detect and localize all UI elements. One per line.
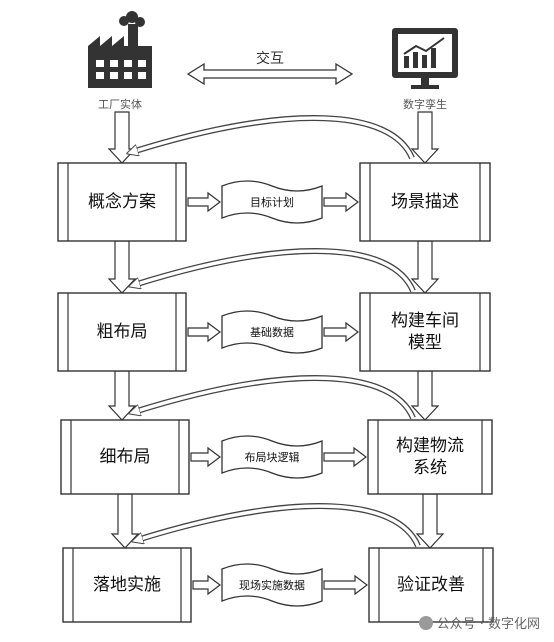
process-box-right-2 [367,419,493,495]
left-process-label: 粗布局 [96,322,148,342]
right-arrow-b-0 [323,191,359,213]
document-label: 目标计划 [250,196,294,209]
right-arrow-a-1 [187,321,221,343]
down-arrow-left-0 [107,111,137,164]
left-process-label: 细布局 [99,447,151,467]
process-box-right-1 [359,292,491,372]
digital-twin-label: 数字孪生 [403,98,447,111]
down-arrow-left-1 [107,240,137,294]
interaction-arrow [186,62,354,86]
process-box-right-0 [359,162,491,242]
down-arrow-right-3 [415,493,445,549]
right-arrow-a-0 [187,191,221,213]
feedback-curve-arrow-2 [134,375,416,420]
left-process-label: 概念方案 [88,192,156,212]
process-box-left-3 [62,547,192,623]
monitor-chart-icon [392,28,458,89]
document-label: 基础数据 [250,326,294,339]
document-label: 布局块逻辑 [244,451,300,464]
down-arrow-left-3 [110,493,140,549]
left-process-label: 落地实施 [93,575,161,595]
right-process-label: 验证改善 [397,575,465,595]
document-shape [221,310,323,354]
right-arrow-b-1 [323,321,359,343]
watermark-text: 公众号 · 数字化网 [436,617,540,632]
process-box-left-2 [60,419,190,495]
factory-icon [88,11,152,88]
watermark: 公众号 · 数字化网 [418,613,540,632]
right-process-label: 场景描述 [391,192,459,212]
factory-label: 工厂实体 [98,98,142,111]
process-box-left-1 [57,292,187,372]
feedback-curve-arrow-1 [134,248,416,293]
down-arrow-right-1 [410,240,440,294]
process-box-left-0 [57,162,187,242]
document-shape [221,563,323,607]
feedback-curve-arrow-0 [132,115,415,160]
feedback-curve-arrow-3 [137,503,421,548]
right-arrow-a-3 [192,574,221,596]
right-arrow-a-2 [190,446,221,468]
document-label: 现场实施数据 [239,579,305,592]
document-shape [221,180,323,224]
down-arrow-right-2 [410,370,440,421]
down-arrow-left-2 [107,370,137,421]
down-arrow-right-0 [410,111,440,164]
right-process-label: 构建物流 系统 [396,436,464,478]
document-shape [221,435,323,479]
right-process-label: 构建车间 模型 [391,311,459,353]
interaction-label: 交互 [256,51,284,67]
wechat-icon [418,615,433,630]
right-arrow-b-2 [323,446,367,468]
right-arrow-b-3 [323,574,368,596]
